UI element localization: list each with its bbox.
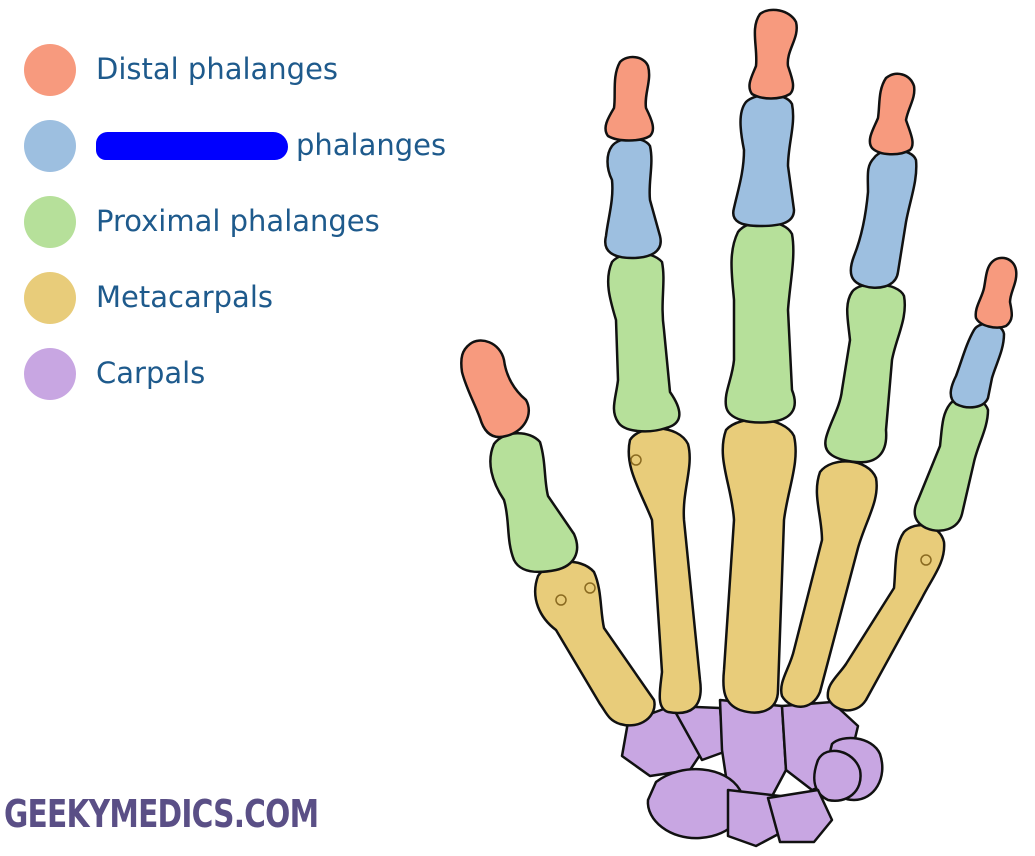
distal-phalanx-index — [604, 55, 655, 142]
distal-color-swatch — [24, 44, 76, 96]
metacarpal-color-swatch — [24, 272, 76, 324]
middle-phalanx-little — [949, 322, 1006, 409]
proximal-phalanx-ring — [824, 282, 907, 464]
legend-label-proximal: Proximal phalanges — [96, 204, 380, 238]
legend-item-middle: phalanges — [24, 120, 504, 176]
metacarpal-little — [826, 523, 946, 712]
distal-phalanx-middle — [748, 8, 798, 100]
redaction-mark — [96, 132, 288, 160]
legend-item-distal: Distal phalanges — [24, 44, 504, 100]
carpal-color-swatch — [24, 348, 76, 400]
geekymedics-watermark: GEEKYMEDICS.COM — [4, 792, 319, 836]
middle-color-swatch — [24, 120, 76, 172]
metacarpal-bones — [533, 418, 946, 727]
legend-item-carpals: Carpals — [24, 348, 504, 404]
distal-phalanx-thumb — [460, 339, 531, 439]
legend-label-carpals: Carpals — [96, 356, 206, 390]
proximal-color-swatch — [24, 196, 76, 248]
legend-label-metacarpals: Metacarpals — [96, 280, 273, 314]
carpal-bones — [620, 698, 884, 848]
proximal-phalanx-index — [606, 251, 681, 433]
distal-phalanges — [460, 8, 1018, 439]
carpal-triquetrum-lower — [766, 788, 834, 844]
middle-phalanges — [603, 93, 1006, 409]
legend-item-proximal: Proximal phalanges — [24, 196, 504, 252]
nutrient-foramina — [555, 454, 932, 606]
metacarpal-ring — [779, 460, 878, 708]
middle-phalanx-ring — [849, 148, 918, 289]
distal-phalanx-ring — [868, 72, 916, 156]
middle-phalanx-middle — [731, 93, 796, 228]
proximal-phalanges — [489, 220, 990, 574]
proximal-phalanx-thumb — [489, 432, 579, 574]
legend-item-metacarpals: Metacarpals — [24, 272, 504, 328]
proximal-phalanx-little — [913, 396, 990, 532]
carpal-triquetrum — [813, 749, 862, 803]
proximal-phalanx-middle — [724, 220, 796, 424]
metacarpal-middle — [721, 418, 797, 714]
legend-label-distal: Distal phalanges — [96, 52, 339, 86]
metacarpal-index — [627, 427, 702, 715]
middle-phalanx-index — [603, 137, 662, 260]
legend-label-middle: phalanges — [296, 128, 447, 162]
distal-phalanx-little — [974, 256, 1018, 329]
